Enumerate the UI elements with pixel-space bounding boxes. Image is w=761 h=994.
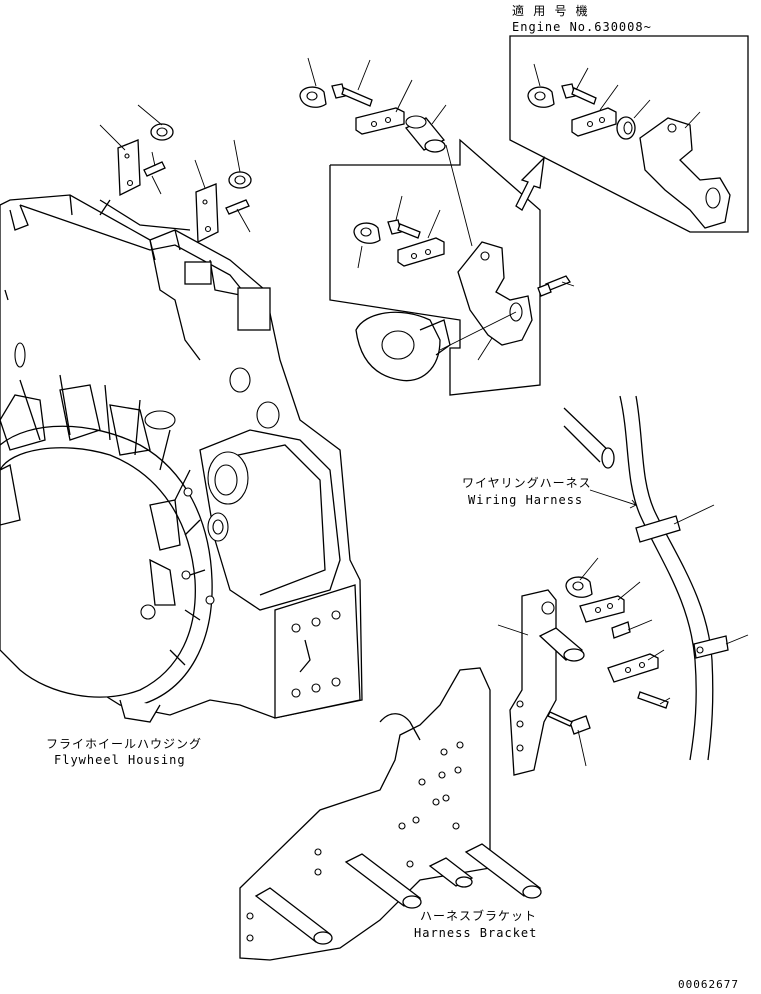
harness-bracket-label-jp: ハーネスブラケット [420, 909, 538, 923]
applicability-title: 適 用 号 機 [512, 4, 589, 18]
variant-parts [353, 195, 575, 382]
applicability-box [509, 35, 749, 233]
arrow-to-applicability [515, 156, 545, 211]
applicability-parts [527, 63, 731, 229]
applicability-engine-number: Engine No.630008~ [512, 20, 652, 34]
harness-bracket-label-en: Harness Bracket [414, 926, 538, 940]
wiring-harness-label-jp: ワイヤリングハーネス [462, 476, 592, 490]
flywheel-housing [0, 194, 363, 723]
wiring-harness-label-en: Wiring Harness [468, 493, 584, 507]
top-parts-standard [299, 57, 473, 247]
flywheel-housing-label-jp: フライホイールハウジング [46, 737, 203, 751]
housing-clips [99, 104, 252, 244]
variant-boundary [329, 138, 541, 396]
wiring-harness [563, 395, 749, 761]
harness-bracket [239, 557, 671, 961]
flywheel-housing-label-en: Flywheel Housing [54, 753, 186, 767]
drawing-number: 00062677 [678, 978, 739, 991]
